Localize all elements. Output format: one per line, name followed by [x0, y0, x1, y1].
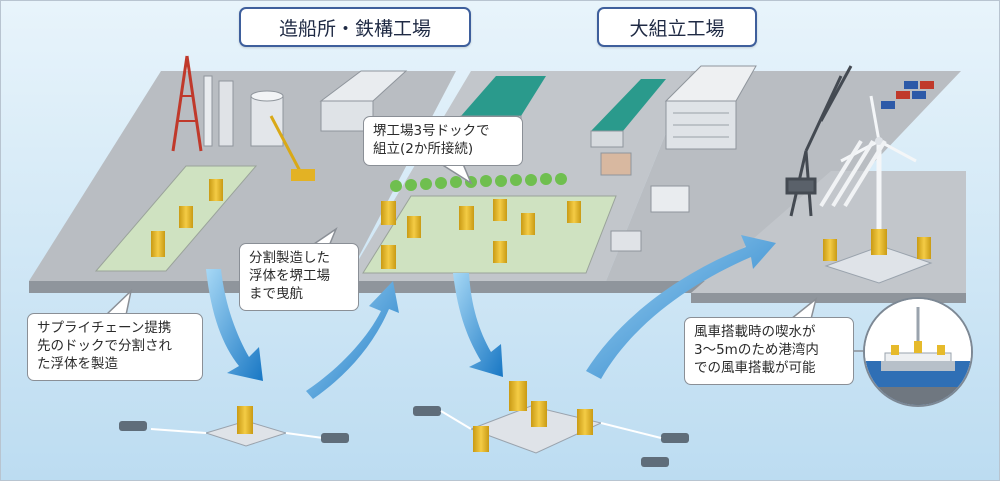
- container-stacks: [881, 81, 934, 109]
- note-towing: 分割製造した 浮体を堺工場 まで曳航: [239, 243, 359, 311]
- towed-floater-left: [119, 406, 349, 447]
- title-assembly-factory: 大組立工場: [597, 7, 757, 47]
- title-shipyard-steel-works: 造船所・鉄構工場: [239, 7, 471, 47]
- floaters-no3-dock: [381, 199, 581, 269]
- assembly-factory: [664, 65, 757, 150]
- chimney-tower: [171, 55, 234, 152]
- note-sakai-dock-assembly: 堺工場3号ドックで 組立(2か所接続): [363, 116, 523, 166]
- note-supply-chain: サプライチェーン提携 先のドックで分割され た浮体を製造: [27, 313, 203, 381]
- draft-inset-view: [863, 297, 973, 407]
- blade-stockpile: [819, 139, 887, 208]
- arrow-tow-to-sakai: [306, 281, 399, 399]
- arrow-supply-to-sea: [206, 269, 263, 381]
- floater-assembled: [823, 229, 933, 284]
- arrow-sea-to-assembly: [586, 235, 776, 379]
- quay-crane: [785, 65, 853, 217]
- towed-floater-center: [413, 381, 689, 467]
- arrow-dock-to-sea: [453, 273, 503, 377]
- mobile-crane: [269, 115, 315, 181]
- note-windmill-draft: 風車搭載時の喫水が 3～5mのため港湾内 での風車搭載が可能: [684, 317, 854, 385]
- quay-center-edge: [346, 281, 606, 293]
- draft-inset-artwork: [865, 299, 971, 405]
- floaters-left-dock: [151, 179, 223, 257]
- flow-arrows: [206, 235, 776, 399]
